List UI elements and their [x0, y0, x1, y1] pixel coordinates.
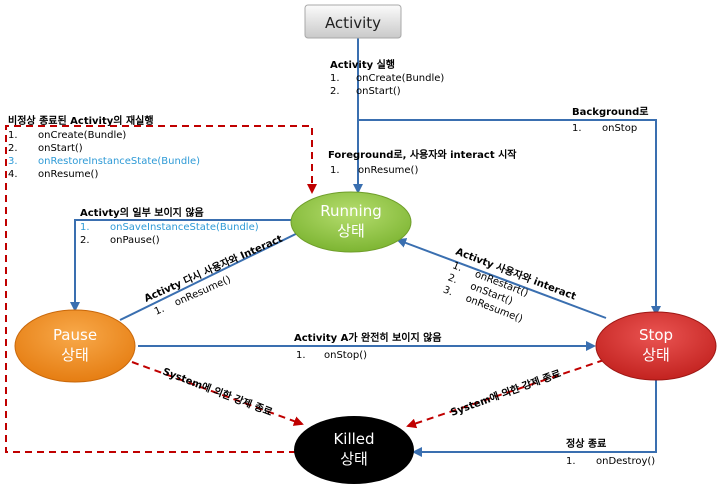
- annotation-foreground-title: Foreground로, 사용자와 interact 시작: [328, 148, 517, 161]
- annotation-normal-exit-title: 정상 종료: [566, 437, 606, 450]
- edge-running-to-pause: [70, 219, 298, 312]
- annotation-resume-interact: Activty 다시 사용자와 Interact 1. onResume(): [142, 232, 285, 318]
- node-pause-label: Pause: [53, 326, 97, 344]
- annotation-kill-from-pause: System에 의한 강제 종료: [161, 365, 274, 419]
- annotation-restart-item: onResume(): [38, 169, 98, 180]
- node-running-label: Running: [320, 202, 381, 220]
- annotation-background-title: Background로: [572, 106, 649, 118]
- node-pause-state: 상태: [61, 346, 89, 364]
- annotation-restart-interact: Activty 사용자와 interact 1. onRestart() 2. …: [441, 245, 578, 325]
- svg-text:1.: 1.: [80, 222, 90, 233]
- annotation-partial-item: onSaveInstanceState(Bundle): [110, 222, 259, 233]
- node-stop: Stop 상태: [595, 311, 717, 381]
- node-killed-state: 상태: [340, 450, 368, 468]
- node-killed-label: Killed: [333, 430, 374, 448]
- svg-text:2.: 2.: [330, 86, 340, 97]
- node-stop-label: Stop: [639, 326, 673, 344]
- annotation-restart-title: 비정상 종료된 Activity의 재실행: [8, 114, 154, 127]
- annotation-partially-hidden: Activty의 일부 보이지 않음 1. onSaveInstanceStat…: [80, 206, 259, 246]
- edge-stop-to-killed-forced: [406, 359, 605, 429]
- edge-pause-to-killed-forced: [131, 361, 304, 426]
- annotation-foreground-item: onResume(): [358, 165, 418, 176]
- annotation-restart-item: onRestoreInstanceState(Bundle): [38, 156, 200, 167]
- node-stop-state: 상태: [642, 346, 670, 364]
- edge-stop-to-killed: [412, 378, 657, 457]
- annotation-launch-item: onCreate(Bundle): [356, 73, 444, 84]
- svg-text:3.: 3.: [8, 156, 18, 167]
- annotation-kill-from-stop: System에 의한 강제 종료: [449, 367, 563, 419]
- annotation-kill-pause-title: System에 의한 강제 종료: [161, 365, 274, 419]
- annotation-partial-title: Activty의 일부 보이지 않음: [80, 206, 204, 219]
- svg-text:1.: 1.: [572, 123, 582, 134]
- annotation-normal-exit: 정상 종료 1. onDestroy(): [566, 437, 655, 467]
- node-running-state: 상태: [337, 222, 365, 240]
- svg-text:4.: 4.: [8, 169, 18, 180]
- edge-killed-restart-to-running: [5, 125, 317, 453]
- annotation-launch: Activity 실행 1. onCreate(Bundle) 2. onSta…: [330, 58, 444, 97]
- annotation-launch-item: onStart(): [356, 86, 401, 97]
- annotation-restart-item: onCreate(Bundle): [38, 130, 126, 141]
- edge-background-to-stop: [358, 119, 661, 316]
- node-killed: Killed 상태: [294, 416, 414, 484]
- annotation-normal-exit-item: onDestroy(): [596, 456, 655, 467]
- annotation-launch-title: Activity 실행: [330, 58, 395, 71]
- svg-text:1.: 1.: [451, 260, 464, 274]
- annotation-fully-hidden-item: onStop(): [324, 350, 367, 361]
- svg-text:2.: 2.: [446, 272, 459, 286]
- svg-text:1.: 1.: [153, 304, 166, 318]
- annotation-partial-item: onPause(): [110, 235, 160, 246]
- node-activity: Activity: [304, 4, 402, 39]
- annotation-foreground: Foreground로, 사용자와 interact 시작 1. onResum…: [328, 148, 517, 176]
- edge-stop-to-running: [396, 238, 607, 319]
- svg-text:1.: 1.: [8, 130, 18, 141]
- node-running: Running 상태: [290, 191, 412, 253]
- svg-text:3.: 3.: [441, 285, 454, 299]
- node-activity-label: Activity: [325, 14, 381, 32]
- annotation-fully-hidden-title: Activity A가 완전히 보이지 않음: [294, 331, 442, 344]
- node-pause: Pause 상태: [14, 309, 136, 383]
- edge-pause-to-running: [119, 227, 310, 321]
- annotation-background-item: onStop: [602, 123, 637, 134]
- svg-text:1.: 1.: [566, 456, 576, 467]
- annotation-kill-stop-title: System에 의한 강제 종료: [449, 367, 563, 419]
- annotation-restart-after-kill: 비정상 종료된 Activity의 재실행 1. onCreate(Bundle…: [8, 114, 200, 180]
- svg-text:1.: 1.: [330, 73, 340, 84]
- svg-text:1.: 1.: [330, 165, 340, 176]
- annotation-background: Background로 1. onStop: [572, 106, 649, 134]
- annotation-resume-title: Activty 다시 사용자와 Interact: [142, 232, 285, 305]
- svg-text:2.: 2.: [8, 143, 18, 154]
- annotation-restart-item: onStart(): [38, 143, 83, 154]
- annotation-fully-hidden: Activity A가 완전히 보이지 않음 1. onStop(): [294, 331, 442, 361]
- svg-text:1.: 1.: [296, 350, 306, 361]
- svg-text:2.: 2.: [80, 235, 90, 246]
